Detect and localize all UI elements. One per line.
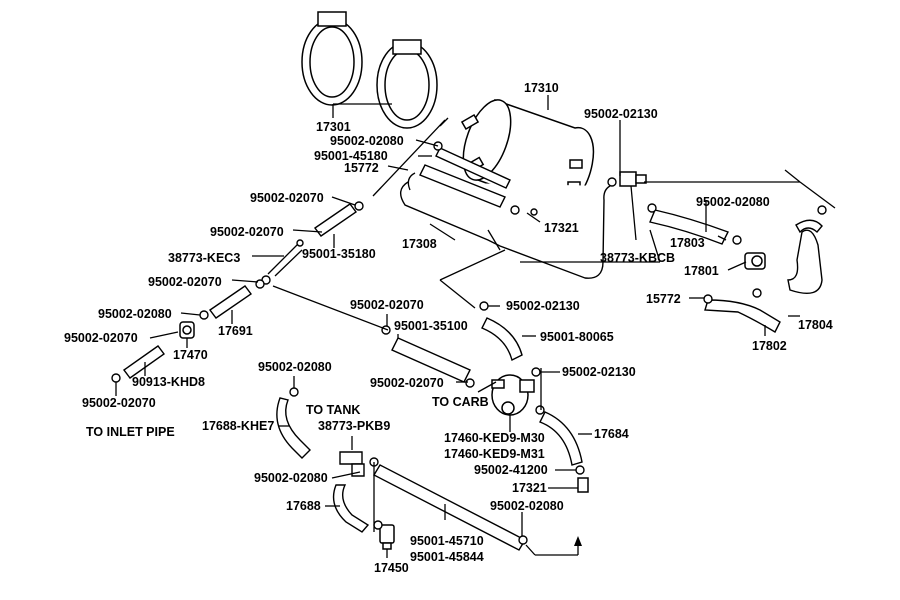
label-95002-02130-top: 95002-02130	[584, 107, 658, 121]
hose-17802	[704, 299, 781, 333]
label-17804: 17804	[798, 318, 833, 332]
label-17460-ked9-m30: 17460-KED9-M30	[444, 431, 545, 445]
label-95002-02130-low: 95002-02130	[562, 365, 636, 379]
label-17321-a: 17321	[544, 221, 579, 235]
label-95002-02070-e: 95002-02070	[64, 331, 138, 345]
label-38773-kec3: 38773-KEC3	[168, 251, 240, 265]
label-38773-kbcb: 38773-KBCB	[600, 251, 675, 265]
label-95002-02080-d: 95002-02080	[258, 360, 332, 374]
hose-17688-khe7	[276, 397, 311, 459]
label-95001-45710: 95001-45710	[410, 534, 484, 548]
note-to-tank: TO TANK	[306, 403, 360, 417]
solenoid-17460	[491, 374, 535, 416]
fitting-17801	[744, 252, 766, 270]
label-17684: 17684	[594, 427, 629, 441]
hose-90913-khd8	[123, 345, 165, 379]
label-17801: 17801	[684, 264, 719, 278]
label-17688-khe7: 17688-KHE7	[202, 419, 274, 433]
hose-band-left	[301, 11, 363, 106]
label-90913-khd8: 90913-KHD8	[132, 375, 205, 389]
label-17802: 17802	[752, 339, 787, 353]
label-17691: 17691	[218, 324, 253, 338]
label-95002-02070-f: 95002-02070	[82, 396, 156, 410]
label-95001-45180: 95001-45180	[314, 149, 388, 163]
filter-17450	[379, 524, 395, 550]
label-17450: 17450	[374, 561, 409, 575]
label-95002-02080-b: 95002-02080	[98, 307, 172, 321]
check-valve-17321-b	[577, 477, 589, 493]
label-95001-35100: 95001-35100	[394, 319, 468, 333]
label-17308: 17308	[402, 237, 437, 251]
label-95002-02070-d: 95002-02070	[350, 298, 424, 312]
label-17688: 17688	[286, 499, 321, 513]
label-95002-02080-lower-right: 95002-02080	[490, 499, 564, 513]
label-95002-02130-mid: 95002-02130	[506, 299, 580, 313]
joint-38773-pkb9	[339, 451, 365, 477]
label-95002-02070-g: 95002-02070	[370, 376, 444, 390]
label-17460-ked9-m31: 17460-KED9-M31	[444, 447, 545, 461]
label-17310: 17310	[524, 81, 559, 95]
label-17470: 17470	[173, 348, 208, 362]
label-95002-02080-e: 95002-02080	[254, 471, 328, 485]
label-38773-pkb9: 38773-PKB9	[318, 419, 390, 433]
label-95002-02070-a: 95002-02070	[250, 191, 324, 205]
tube-95001-45710	[373, 464, 526, 551]
label-95001-35180: 95001-35180	[302, 247, 376, 261]
label-95002-02080-right: 95002-02080	[696, 195, 770, 209]
filter-17470	[179, 321, 195, 339]
hose-17684	[539, 411, 583, 466]
label-95001-80065: 95001-80065	[540, 330, 614, 344]
label-95002-02080-a: 95002-02080	[330, 134, 404, 148]
hose-17691	[209, 285, 252, 319]
note-to-inlet-pipe: TO INLET PIPE	[86, 425, 175, 439]
hose-17803	[649, 209, 729, 245]
hose-95001-35180	[314, 203, 357, 237]
label-95001-45844: 95001-45844	[410, 550, 484, 564]
label-17301: 17301	[316, 120, 351, 134]
hose-17688	[332, 484, 370, 533]
note-to-carb: TO CARB	[432, 395, 489, 409]
hose-95001-80065	[481, 317, 523, 362]
leader-lines	[115, 95, 836, 558]
hose-band-right	[376, 39, 438, 129]
hose-17308	[400, 172, 611, 279]
tee-38773-kbcb	[619, 171, 647, 187]
label-95002-41200: 95002-41200	[474, 463, 548, 477]
clip-markers	[111, 141, 827, 545]
label-15772-a: 15772	[344, 161, 379, 175]
labels: 17310 17301 95002-02130 95002-02080 9500…	[64, 81, 833, 575]
label-95002-02070-c: 95002-02070	[148, 275, 222, 289]
label-17321-b: 17321	[512, 481, 547, 495]
tube-canister	[419, 147, 511, 208]
tube-38773-kec3	[267, 243, 303, 277]
label-17803: 17803	[670, 236, 705, 250]
hose-17804	[787, 219, 823, 294]
label-95002-02070-b: 95002-02070	[210, 225, 284, 239]
label-15772-b: 15772	[646, 292, 681, 306]
